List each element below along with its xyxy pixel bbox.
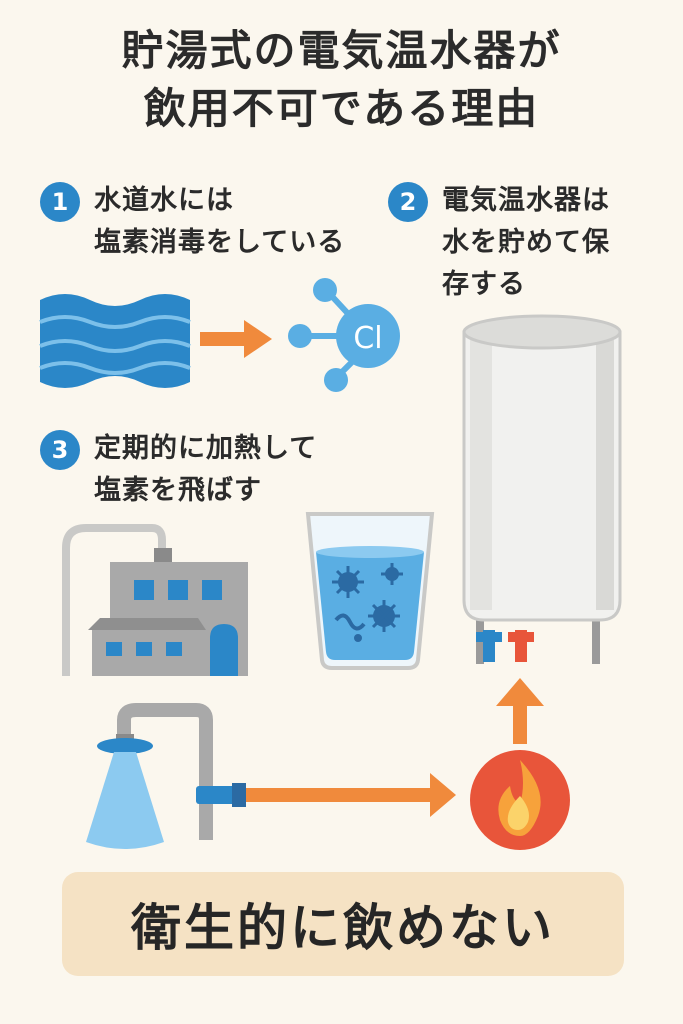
conclusion-box: 衛生的に飲めない (62, 872, 624, 976)
step-2-line-1: 電気温水器は (442, 185, 610, 216)
step-2-badge: 2 (388, 182, 428, 222)
step-1: 1 水道水には 塩素消毒をしている (40, 180, 345, 264)
arrow-to-chlorine-icon (200, 320, 272, 358)
step-1-line-1: 水道水には (94, 185, 234, 216)
arrow-up-icon (496, 678, 544, 744)
water-plant-icon (62, 524, 248, 676)
step-3-line-1: 定期的に加熱して (94, 433, 318, 464)
step-3-line-2: 塩素を飛ばす (94, 475, 262, 506)
faucet-icon (86, 703, 246, 849)
glass-with-germs-icon (305, 512, 435, 670)
step-1-line-2: 塩素消毒をしている (94, 227, 346, 258)
page-title: 貯湯式の電気温水器が 飲用不可である理由 (0, 22, 683, 138)
step-2-line-2: 水を貯めて保 (442, 227, 610, 258)
step-2: 2 電気温水器は 水を貯めて保 存する (388, 180, 610, 306)
step-3: 3 定期的に加熱して 塩素を飛ばす (40, 428, 317, 512)
title-line-1: 貯湯式の電気温水器が (121, 26, 562, 75)
chlorine-molecule-icon: Cl (288, 278, 400, 392)
step-1-text: 水道水には 塩素消毒をしている (94, 180, 345, 264)
flame-icon (470, 750, 570, 850)
step-1-badge: 1 (40, 182, 80, 222)
step-2-line-3: 存する (442, 269, 526, 300)
water-tank-icon (462, 314, 622, 664)
step-3-text: 定期的に加熱して 塩素を飛ばす (94, 428, 317, 512)
chlorine-symbol: Cl (353, 321, 382, 356)
title-line-2: 飲用不可である理由 (143, 84, 540, 133)
step-2-text: 電気温水器は 水を貯めて保 存する (442, 180, 610, 306)
arrow-to-heater-icon (246, 773, 456, 817)
step-3-badge: 3 (40, 430, 80, 470)
water-waves-icon (39, 294, 191, 388)
